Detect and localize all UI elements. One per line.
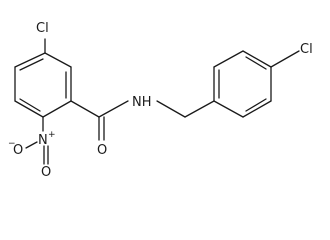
left-ring: [14, 38, 72, 118]
atom-cl-right: Cl: [300, 42, 313, 57]
bond: [184, 100, 215, 118]
right-ring: [213, 50, 300, 118]
bond: [213, 50, 244, 68]
bond: [242, 50, 272, 68]
bond: [270, 50, 300, 68]
bond: [213, 100, 244, 118]
atom-nitro-n: N: [38, 133, 48, 148]
atom-cl-left: Cl: [36, 21, 49, 36]
molecule-drawing: Cl NH Cl O N + O O −: [8, 21, 313, 180]
bond: [14, 52, 46, 68]
atom-nh: NH: [132, 95, 152, 110]
bond: [14, 100, 44, 118]
atom-nitro-o-top: O: [41, 165, 51, 180]
bond-double-inner: [245, 98, 267, 112]
amide-linker: [70, 100, 215, 141]
bond: [98, 100, 129, 118]
bond: [25, 141, 38, 149]
structure-diagram: Cl NH Cl O N + O O −: [8, 21, 313, 180]
bond: [42, 100, 72, 118]
atom-carbonyl-o: O: [97, 143, 107, 158]
nitro-group: [25, 116, 49, 165]
bond: [242, 100, 272, 118]
bond-double-inner: [19, 98, 41, 112]
bond: [44, 52, 72, 68]
bond-double-inner: [19, 58, 44, 71]
bond-double-inner: [245, 56, 267, 70]
charge-nitro-n: +: [48, 130, 56, 140]
atom-nitro-o-left: O: [13, 143, 23, 158]
bond: [70, 100, 100, 118]
bond: [156, 100, 186, 118]
charge-nitro-o: −: [8, 139, 16, 149]
